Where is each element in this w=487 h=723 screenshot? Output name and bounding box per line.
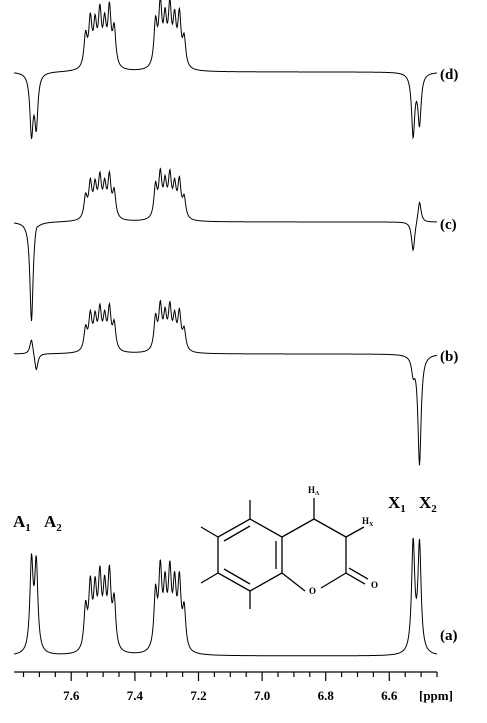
x-axis-unit-label: [ppm] [419,688,453,703]
x-axis-ticks [22,672,438,681]
svg-text:A1: A1 [13,512,31,534]
x-tick-label: 7.0 [254,688,270,703]
structure-atom-labels: HA HX O O [308,485,378,596]
svg-text:HA: HA [308,485,320,497]
svg-text:X1: X1 [388,493,406,515]
carbonyl-bond-1 [345,572,366,585]
ring-double-bond-3 [223,568,251,585]
x-tick-label: 6.8 [318,688,335,703]
svg-text:O: O [309,586,316,596]
spectrum-trace-d [13,0,438,140]
bond-c4a-c4 [281,518,315,538]
x-axis-tick-labels: 7.6 7.4 7.2 7.0 6.8 6.6 [63,688,398,703]
bond-hx [345,526,365,538]
peak-label-x1: X1 [388,493,406,515]
bond-c2-o1 [320,572,347,589]
x-tick-label: 7.2 [190,688,206,703]
peak-label-a2: A2 [44,512,62,534]
peak-label-a1: A1 [13,512,31,534]
trace-label-d: (d) [440,67,458,83]
svg-text:HX: HX [362,516,374,528]
trace-label-a: (a) [440,628,458,644]
chemical-structure [200,498,369,609]
svg-text:O: O [371,580,378,590]
methyl-bond-left-upper [200,526,219,538]
carbonyl-bond-2 [348,567,369,580]
trace-label-b: (b) [440,349,458,365]
spectrum-trace-c [13,167,438,321]
peak-label-x2: X2 [419,493,437,515]
x-axis: 7.6 7.4 7.2 7.0 6.8 6.6 [ppm] [14,671,453,703]
bond-c4-c3 [313,518,347,538]
svg-text:X2: X2 [419,493,437,515]
x-tick-label: 7.4 [127,688,144,703]
svg-text:A2: A2 [44,512,62,534]
trace-label-c: (c) [440,217,457,233]
spectrum-trace-a [13,537,438,657]
bond-o1-c8a [281,572,306,592]
methyl-bond-left-lower [200,572,219,584]
benzene-ring [217,518,283,592]
spectra-traces [13,0,438,657]
ring-double-bond-1 [223,525,251,542]
x-tick-label: 7.6 [63,688,80,703]
spectrum-trace-b [13,299,438,466]
x-tick-label: 6.6 [381,688,398,703]
